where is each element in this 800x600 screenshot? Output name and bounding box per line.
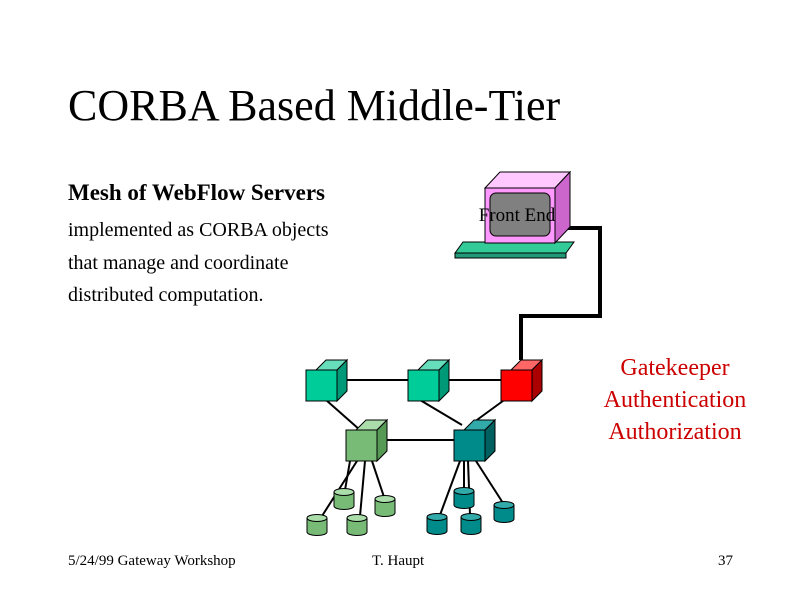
- database-icon: [460, 513, 482, 535]
- database-icon: [346, 514, 368, 536]
- link-db: [359, 460, 366, 517]
- server-cube: [305, 358, 349, 403]
- link-server1-lowerleft: [325, 399, 361, 431]
- server-cube: [407, 358, 451, 403]
- database-icon: [453, 487, 475, 509]
- footer-author: T. Haupt: [372, 553, 425, 569]
- gatekeeper-line: Authentication: [603, 387, 747, 413]
- database-icon: [426, 513, 448, 535]
- link-server2-lowerright: [419, 399, 463, 426]
- slide-subtitle: Mesh of WebFlow Servers: [68, 180, 326, 205]
- monitor-screen: [489, 192, 551, 237]
- gatekeeper-text: Gatekeeper Authentication Authorization: [590, 352, 760, 448]
- body-line: distributed computation.: [68, 284, 264, 306]
- link-db: [439, 460, 461, 516]
- link-db: [475, 460, 504, 504]
- slide-title: CORBA Based Middle-Tier: [68, 81, 561, 130]
- slide-number: 37: [718, 553, 733, 569]
- front-end-cable: [519, 226, 602, 360]
- database-icon: [306, 514, 328, 536]
- front-end-label: Front End: [479, 205, 556, 226]
- server-cube: [345, 418, 389, 463]
- database-icon: [493, 501, 515, 523]
- link-db: [371, 460, 385, 498]
- database-icon: [374, 495, 396, 517]
- body-line: that manage and coordinate: [68, 251, 289, 274]
- keyboard-front: [454, 252, 567, 259]
- gatekeeper-line: Authorization: [608, 419, 742, 445]
- body-text: implemented as CORBA objects that manage…: [68, 214, 329, 312]
- database-icon: [333, 488, 355, 510]
- server-cube: [453, 418, 497, 463]
- gatekeeper-server-cube: [500, 358, 544, 403]
- connections: [321, 379, 508, 517]
- databases-left: [306, 488, 396, 536]
- keyboard-top: [454, 241, 575, 254]
- front-end-computer-icon: Front End: [454, 170, 575, 259]
- body-line: implemented as CORBA objects: [68, 219, 329, 241]
- databases-right: [426, 487, 515, 535]
- gatekeeper-line: Gatekeeper: [620, 355, 730, 381]
- footer-date-event: 5/24/99 Gateway Workshop: [68, 553, 236, 569]
